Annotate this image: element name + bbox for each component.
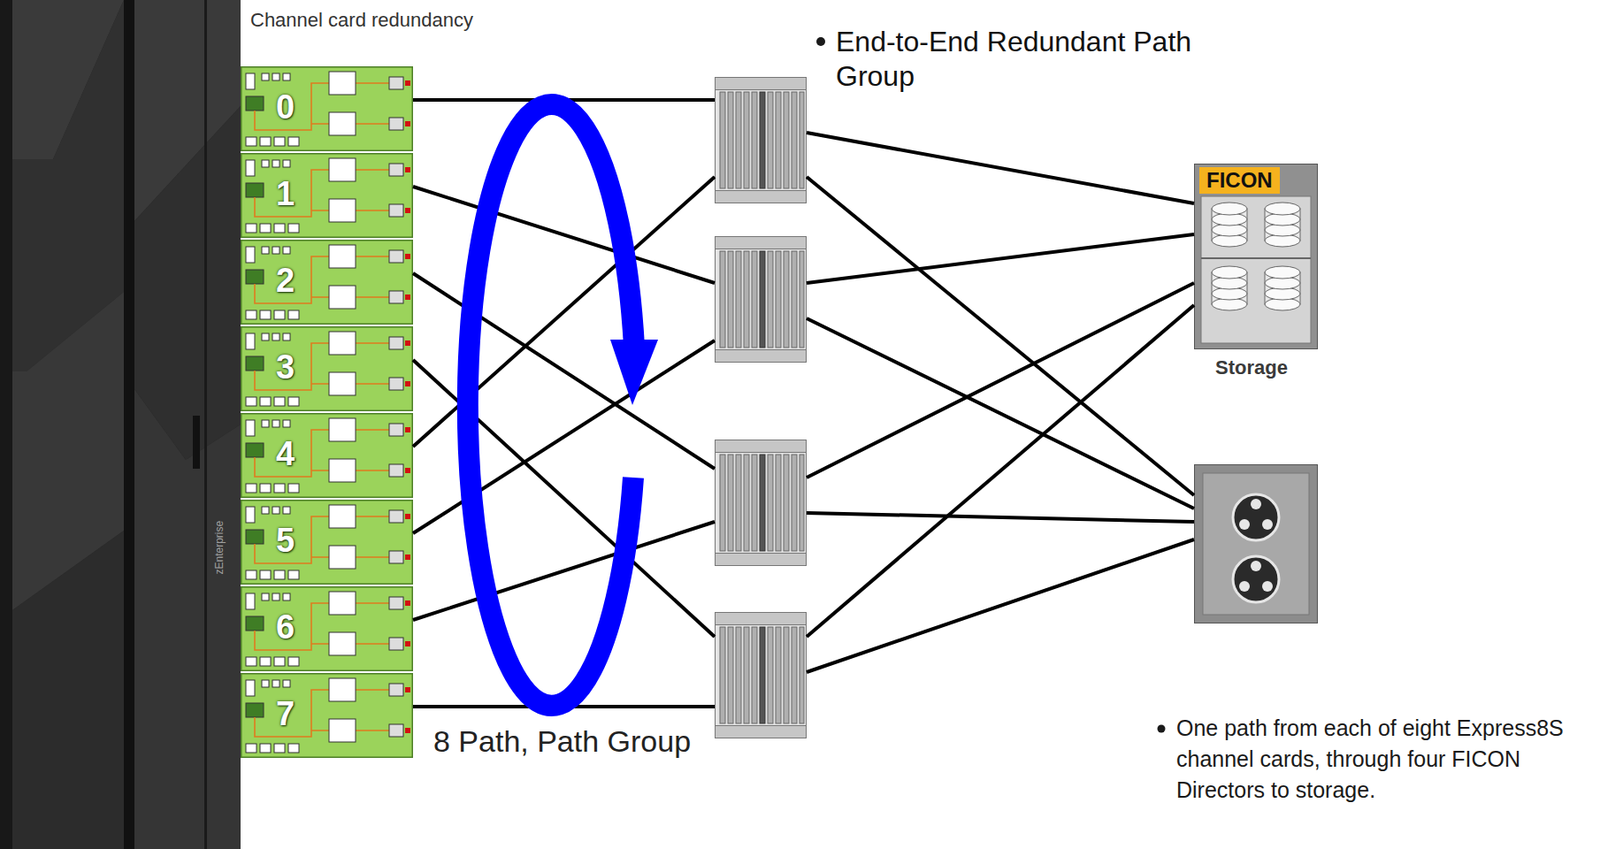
connector-line [806,305,1195,637]
heading-label: Channel card redundancy [250,8,474,32]
channel-card: 6 [240,586,414,672]
tape-reel [1232,556,1279,603]
callout-number: 6 [275,607,295,647]
connector-line [806,283,1195,478]
tape-cabinet [1194,465,1318,624]
reel-hole [1250,560,1262,572]
channel-card-art [241,500,414,585]
channel-card-art [241,240,414,325]
channel-card-art [241,673,414,758]
callout-number: 0 [275,87,295,127]
channel-card: 5 [240,499,414,585]
callout-number: 2 [275,260,295,300]
mainframe-facet [134,106,241,460]
ficon-director [714,76,807,204]
disk-stack [1264,266,1301,311]
mainframe-facet [0,530,124,849]
bullet-text: End-to-End Redundant Path Group [835,24,1208,93]
connector-line [413,521,715,621]
callout-number: 4 [275,434,295,474]
disk-stack [1211,266,1248,311]
mainframe-seam [123,0,135,849]
channel-card: 3 [240,326,414,412]
mainframe-door-line [204,0,207,849]
ficon-director [714,236,807,363]
connector-line [806,512,1195,522]
reel-hole [1239,581,1250,592]
channel-card-art [241,153,414,238]
bullet-text: One path from each of eight Express8S ch… [1176,712,1593,806]
mainframe [0,0,241,849]
storage-unit: FICONStorage [1194,163,1318,350]
storage-shelf [1201,257,1311,260]
mainframe-facet [134,389,241,849]
channel-card: 4 [240,413,414,498]
mainframe-body [0,0,241,849]
connector-line [806,318,1195,509]
channel-card: 7 [240,673,414,758]
tape-unit [1194,464,1318,624]
channel-card-art [241,587,414,672]
disk-stack [1264,202,1301,247]
channel-card: 1 [240,153,414,238]
channel-card-art [241,67,414,152]
channel-card-art [241,327,414,412]
callout-number: 1 [275,174,295,214]
reel-hole [1262,581,1273,592]
bullet-dot [1157,725,1166,734]
channel-card: 0 [240,66,414,152]
ficon-director [714,612,807,739]
reel-hole [1250,498,1262,510]
director-art [715,237,807,363]
ficon-director [714,439,807,567]
storage-art [1194,164,1318,350]
storage-cabinet [1194,164,1318,350]
callout-number: 3 [275,347,295,387]
storage-label: Storage [1215,356,1288,380]
caption-label: 8 Path, Path Group [433,723,691,760]
tape-art [1194,465,1318,624]
reel-hole [1239,519,1250,530]
mainframe-edge [0,0,13,849]
bullet-dot [816,37,826,46]
ficon-tag: FICON [1199,167,1280,194]
reel-hole [1262,519,1273,530]
redundancy-arrowhead [610,339,659,406]
tape-reel [1232,494,1279,541]
storage-bay [1201,196,1311,344]
callout-number: 5 [275,520,295,560]
disk-stack [1211,202,1248,247]
connector-line [806,176,1195,496]
connector-line [806,132,1195,204]
director-art [715,440,807,567]
redundancy-arrow [467,104,635,706]
director-art [715,612,807,739]
channel-card-art [241,413,414,498]
connector-line [806,539,1195,673]
tape-door [1202,473,1310,615]
mainframe-handle [192,415,200,469]
brand-label: zEnterprise [213,520,226,575]
connector-line [806,234,1195,284]
callout-number: 7 [275,694,295,734]
connector-line [413,186,715,284]
channel-card: 2 [240,239,414,325]
director-art [715,77,807,204]
